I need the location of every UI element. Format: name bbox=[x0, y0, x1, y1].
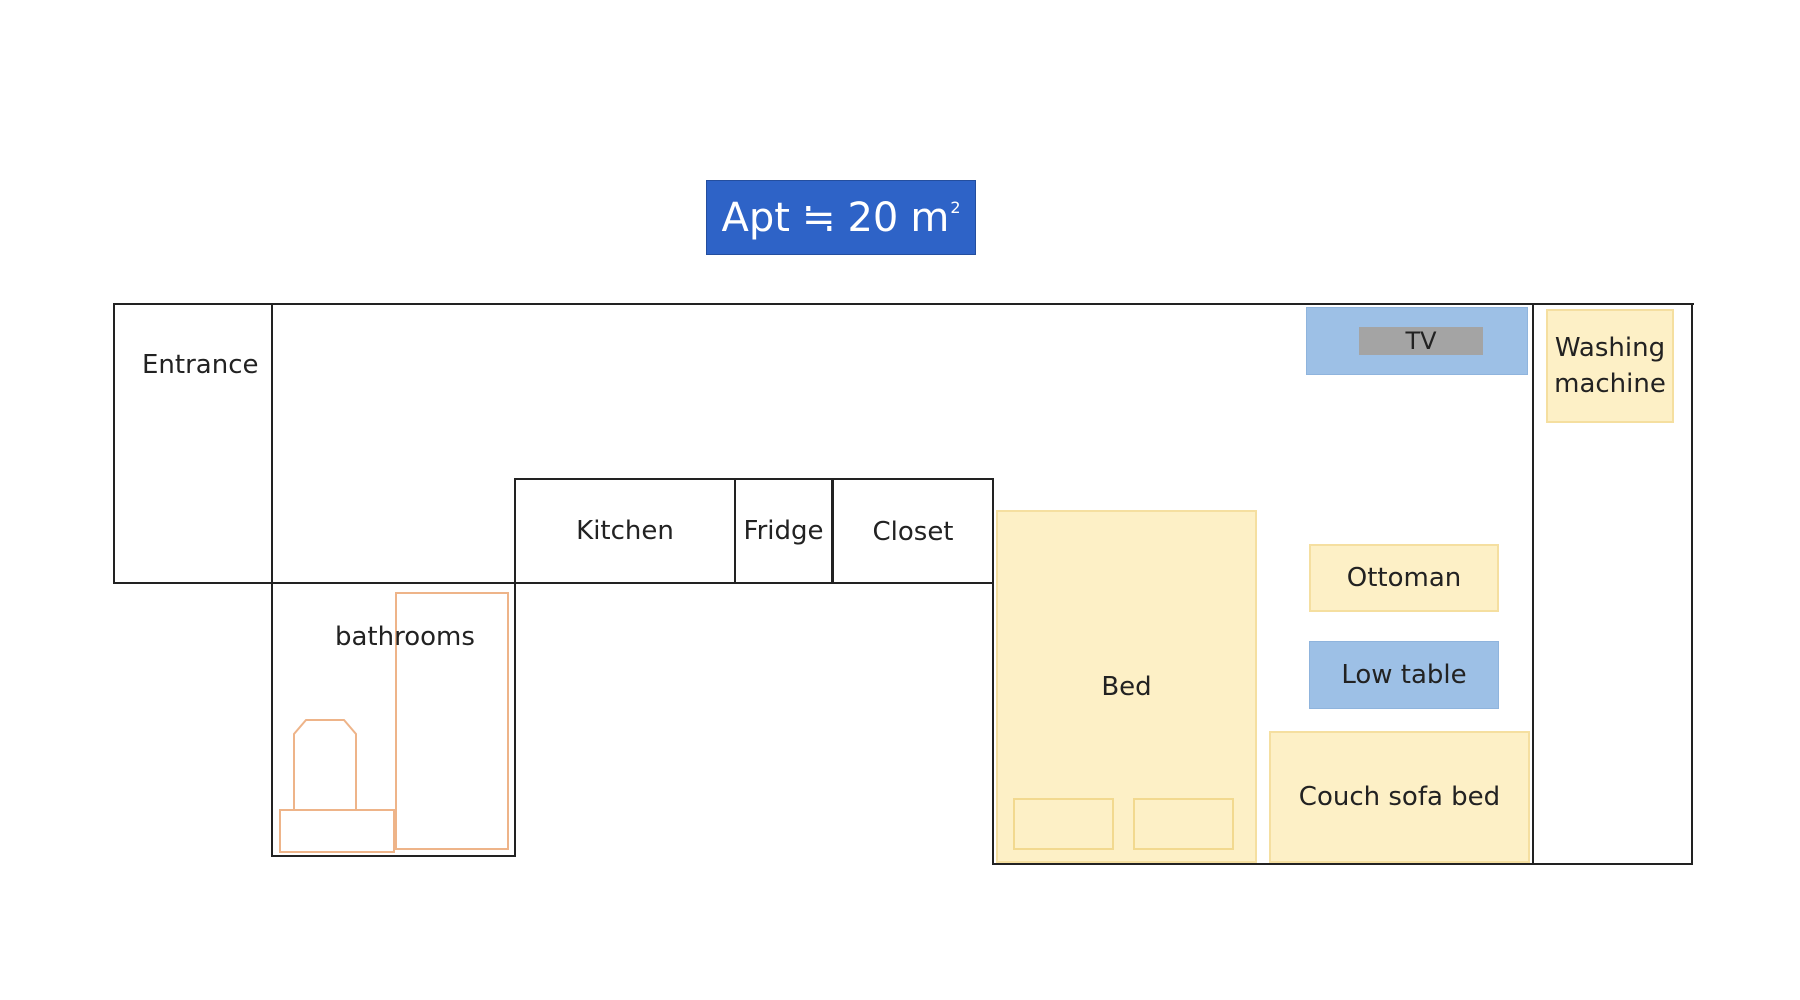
bathrooms-label: bathrooms bbox=[335, 622, 475, 652]
entrance-label: Entrance bbox=[142, 350, 259, 380]
shower-stall bbox=[395, 592, 509, 850]
bed-label: Bed bbox=[1101, 671, 1152, 702]
bottom-wall bbox=[992, 863, 1693, 865]
living-left-wall bbox=[992, 478, 994, 865]
tv-screen: TV bbox=[1359, 327, 1483, 355]
title-badge: Apt ≒ 20 m2 bbox=[706, 180, 976, 255]
washing-machine: Washing machine bbox=[1546, 309, 1674, 423]
top-wall bbox=[271, 303, 1694, 305]
toilet-icon bbox=[279, 719, 395, 853]
low-table-label: Low table bbox=[1341, 660, 1467, 690]
washing-divider-wall bbox=[1532, 303, 1534, 865]
right-outer-wall bbox=[1691, 303, 1693, 865]
title-unit: m2 bbox=[910, 194, 961, 241]
entrance-room bbox=[113, 303, 273, 584]
title-value: 20 bbox=[847, 194, 899, 241]
kitchen-block bbox=[514, 478, 994, 584]
washing-machine-label-line2: machine bbox=[1554, 369, 1666, 399]
bathroom-room bbox=[271, 582, 516, 857]
couch-label: Couch sofa bed bbox=[1298, 782, 1501, 812]
tv-label: TV bbox=[1405, 327, 1437, 355]
title-unit-superscript: 2 bbox=[950, 197, 961, 217]
kitchen-fridge-divider bbox=[734, 478, 736, 584]
approx-equal-symbol: ≒ bbox=[801, 194, 836, 241]
fridge-label: Fridge bbox=[743, 516, 824, 546]
closet-label: Closet bbox=[872, 517, 954, 547]
bed-pillow-left bbox=[1013, 798, 1114, 850]
kitchen-label: Kitchen bbox=[576, 516, 674, 546]
ottoman: Ottoman bbox=[1309, 544, 1499, 612]
couch-sofa-bed: Couch sofa bed bbox=[1269, 731, 1530, 863]
low-table: Low table bbox=[1309, 641, 1499, 709]
bed-pillow-right bbox=[1133, 798, 1234, 850]
title-prefix: Apt bbox=[721, 194, 790, 241]
ottoman-label: Ottoman bbox=[1346, 563, 1462, 593]
fridge-closet-divider bbox=[831, 478, 834, 584]
washing-machine-label-line1: Washing bbox=[1554, 333, 1666, 363]
